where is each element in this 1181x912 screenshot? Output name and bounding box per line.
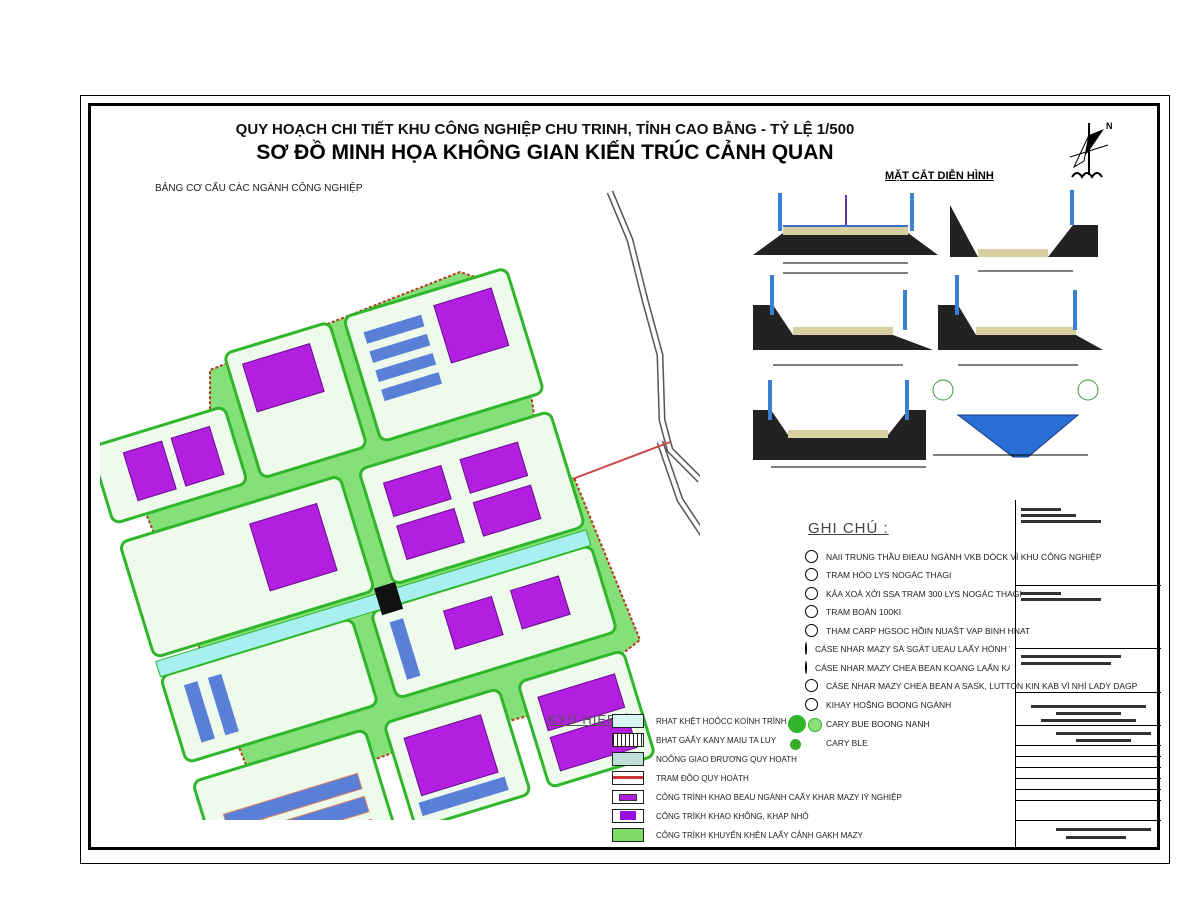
drawing-outer-frame (80, 95, 1170, 864)
legend-item: RHAT KHỆT HOÔCC KOÍNH TRÌNH (612, 714, 787, 728)
boundary-symbol (612, 771, 644, 785)
plan-subtitle: BẢNG CƠ CẤU CÁC NGÀNH CÔNG NGHIỆP (155, 183, 363, 194)
legend-text: NOÔNG GIAO ĐRƯƠNG QUY HOATH (656, 754, 797, 764)
title-block (1015, 500, 1161, 850)
circle-marker-icon (805, 568, 818, 581)
north-label: N (1106, 121, 1113, 131)
legend-item: CÔNG TRÌNH KHAO BEAU NGÀNH CAẤY KHAR MAZ… (612, 790, 902, 804)
legend-item: CÔNG TRÌKH KHAO KHÔNG, KHAP NHỎ (612, 809, 809, 823)
north-arrow-icon: N (1069, 121, 1113, 179)
circle-marker-icon (805, 605, 818, 618)
legend-text: CÔNG TRÌKH KHUYẾN KHÊN LAẤY CẢNH GAKH MA… (656, 830, 863, 840)
note-item: KIHAY HOŠNG BOONG NGÀNH (805, 698, 951, 711)
note-item: KẢA XOÀ XỞI SSA TRAM 300 LYS NOGÁC THAGI (805, 587, 1022, 600)
note-item: CÁSE NHAR MAZY CHEA BEAN A SASK, LUTTON … (805, 679, 1137, 692)
canal (155, 529, 592, 678)
slope-symbol (612, 733, 644, 747)
note-text: CÁSE NHAR MAZY CHEA BEAN KOANG LAẤN KASN… (815, 662, 1010, 673)
drawing-subtitle: SƠ ĐỒ MINH HỌA KHÔNG GIAN KIẾN TRÚC CẢNH… (256, 141, 834, 164)
note-text: TRAM HÒO LYS NOGÁC THAGI (826, 569, 952, 580)
circle-marker-icon (805, 661, 807, 674)
circle-marker-icon (805, 550, 818, 563)
section-1 (753, 193, 938, 274)
legend-text: BHAT GÁẤY KANY MAIU TA LUY (656, 735, 777, 745)
note-text: CÁSE NHAR MAZY SÀ SGÁT UEAU LAẤY HÓNH VA… (815, 643, 1010, 654)
sections-title: MẶT CẮT DIỄN HÌNH (885, 170, 994, 182)
small-tree-icon (790, 739, 801, 750)
section-2 (950, 190, 1098, 272)
note-text: NAII TRUNG THẦU ĐIEAU NGÀNH VKB DÓCK VÌ … (826, 551, 1102, 562)
legend-text: CÔNG TRÌKH KHAO KHÔNG, KHAP NHỎ (656, 811, 809, 821)
note-text: CÁSE NHAR MAZY CHEA BEAN A SASK, LUTTON … (826, 680, 1138, 691)
section-4 (938, 275, 1103, 366)
note-text: TRAM BOÀN 100KI (826, 606, 902, 617)
tree-small-label: CARY BLE (826, 738, 868, 748)
circle-marker-icon (805, 587, 818, 600)
drawing-inner-frame (88, 103, 1160, 850)
legend-title: KÝÙ HIEP (548, 712, 617, 727)
legend-item: TRAM ĐÕO QUY HOÀTH (612, 771, 749, 785)
note-item: TRAM BOÀN 100KI (805, 605, 901, 618)
factory-symbol (612, 790, 644, 804)
section-5 (753, 380, 926, 468)
legend-text: CÔNG TRÌNH KHAO BEAU NGÀNH CAẤY KHAR MAZ… (656, 792, 902, 802)
site-plan (100, 190, 700, 820)
tree-big-label: CARY BUE BOONG NẠNH (826, 719, 930, 729)
section-canal (932, 379, 1099, 458)
big-tree-icon (788, 715, 806, 733)
circle-marker-icon (805, 642, 807, 655)
road-symbol (612, 752, 644, 766)
note-text: KIHAY HOŠNG BOONG NGÀNH (826, 699, 952, 710)
section-3 (753, 275, 933, 366)
note-text: KẢA XOÀ XỞI SSA TRAM 300 LYS NOGÁC THAGI (826, 588, 1022, 599)
notes-title: GHI CHÚ : (808, 520, 889, 537)
circle-marker-icon (805, 679, 818, 692)
legend-item: BHAT GÁẤY KANY MAIU TA LUY (612, 733, 776, 747)
legend-item: CÔNG TRÌKH KHUYẾN KHÊN LAẤY CẢNH GAKH MA… (612, 828, 863, 842)
typical-cross-sections (753, 190, 1103, 468)
circle-marker-icon (805, 624, 818, 637)
note-item: NAII TRUNG THẦU ĐIEAU NGÀNH VKB DÓCK VÌ … (805, 550, 1102, 563)
legend-text: RHAT KHỆT HOÔCC KOÍNH TRÌNH (656, 716, 787, 726)
legend-text: TRAM ĐÕO QUY HOÀTH (656, 773, 749, 783)
note-item: THAM CARP HGSOC HỒIN NUAŠT VAP BINH HNAT (805, 624, 1030, 637)
note-text: THAM CARP HGSOC HỒIN NUAŠT VAP BINH HNAT (826, 625, 1031, 636)
bridge (373, 582, 404, 616)
warehouse-symbol (612, 809, 644, 823)
tree-icon (808, 718, 822, 732)
drawing-title: QUY HOẠCH CHI TIẾT KHU CÔNG NGHIỆP CHU T… (235, 121, 855, 138)
note-item: TRAM HÒO LYS NOGÁC THAGI (805, 568, 951, 581)
legend-item: NOÔNG GIAO ĐRƯƠNG QUY HOATH (612, 752, 797, 766)
circle-marker-icon (805, 698, 818, 711)
building-line-symbol (612, 714, 644, 728)
note-item: CÁSE NHAR MAZY SÀ SGÁT UEAU LAẤY HÓNH VA… (805, 642, 1010, 655)
green-space-symbol (612, 828, 644, 842)
note-item: CÁSE NHAR MAZY CHEA BEAN KOANG LAẤN KASN… (805, 661, 1010, 674)
